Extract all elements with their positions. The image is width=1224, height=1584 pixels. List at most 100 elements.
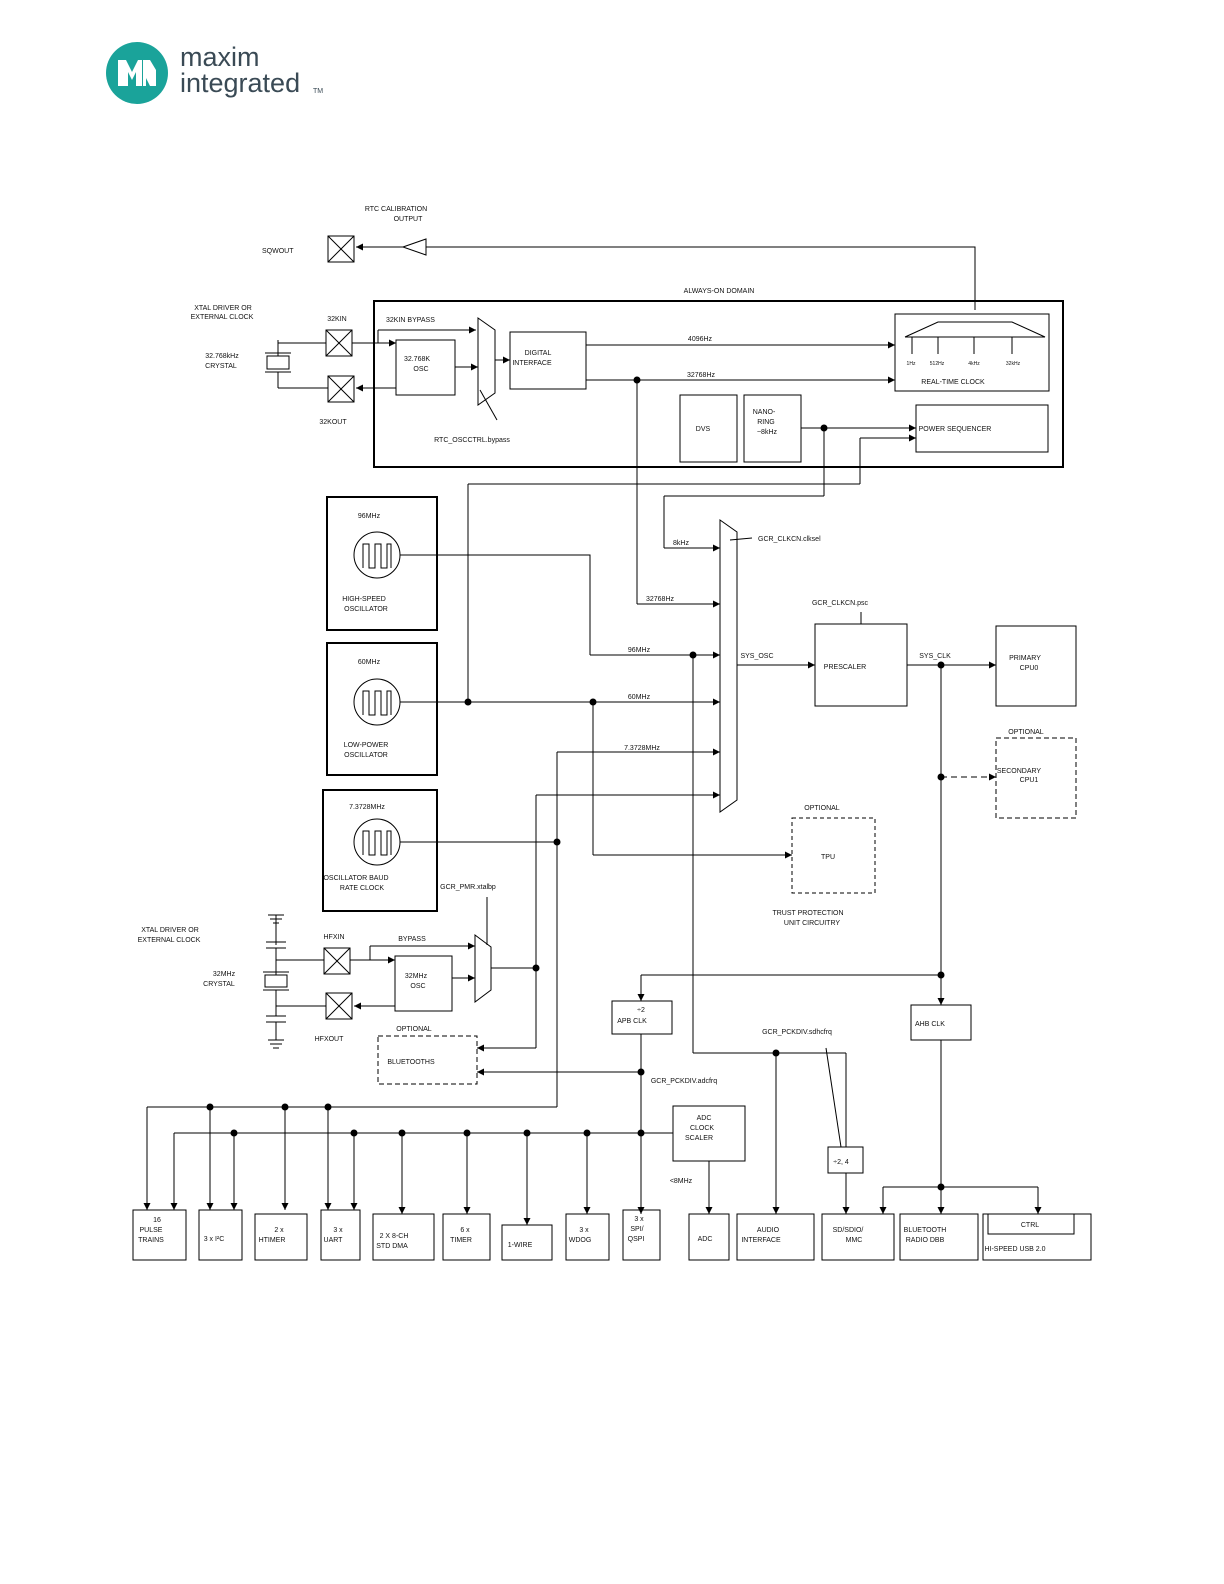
- bypass-32k-label: 32KIN BYPASS: [386, 317, 435, 324]
- osc-7mhz-box: [322, 789, 438, 912]
- osc-32m-label: OSC: [410, 983, 425, 990]
- sys-osc-label: SYS_OSC: [740, 653, 773, 660]
- psc-label: GCR_CLKCN.psc: [812, 600, 869, 607]
- peripheral-label: UART: [324, 1237, 344, 1244]
- nano-ring-label: RING: [757, 419, 775, 426]
- peripheral-label: 3 x I²C: [204, 1236, 225, 1243]
- tpu-desc-label: UNIT CIRCUITRY: [784, 920, 840, 927]
- osc-73-label: RATE CLOCK: [340, 885, 385, 892]
- peripheral-label: MMC: [846, 1237, 863, 1244]
- maxim-logo-icon: [106, 42, 168, 104]
- rtc-tap-label: 32kHz: [1006, 361, 1021, 367]
- sys-clk-label: SYS_CLK: [919, 653, 951, 660]
- pin-hfxin-label: HFXIN: [324, 934, 345, 941]
- adc-scaler-label: SCALER: [685, 1135, 713, 1142]
- logo-text-integrated: integrated: [180, 68, 301, 98]
- logo-trademark: TM: [313, 88, 324, 95]
- lt8m-label: <8MHz: [670, 1178, 693, 1185]
- bypass-hf-label: BYPASS: [398, 936, 426, 943]
- osc-96-freq-label: 96MHz: [358, 513, 381, 520]
- usb-ctrl-label: CTRL: [1021, 1222, 1039, 1229]
- usb-ctrl-box: [987, 1213, 1075, 1235]
- peripheral-label: PULSE: [140, 1227, 163, 1234]
- mux-32mhz: [474, 934, 492, 1003]
- osc-73-freq-label: 7.3728MHz: [349, 804, 385, 811]
- mux-input-label: 32768Hz: [646, 596, 675, 603]
- peripheral-label: RADIO DBB: [906, 1237, 945, 1244]
- rtc-cal-label: RTC CALIBRATION: [365, 206, 427, 213]
- power-sequencer-label: POWER SEQUENCER: [919, 426, 992, 433]
- osc-60mhz-box: [326, 642, 438, 776]
- osc-60-label: OSCILLATOR: [344, 752, 388, 759]
- nano-ring-label: ~8kHz: [757, 429, 778, 436]
- ahb-label: AHB CLK: [915, 1021, 945, 1028]
- peripheral-box: [320, 1209, 361, 1261]
- prescaler-label: PRESCALER: [824, 664, 866, 671]
- mux-input-label: 60MHz: [628, 694, 651, 701]
- osc-96-label: HIGH-SPEED: [342, 596, 386, 603]
- xtalbp-label: GCR_PMR.xtalbp: [440, 884, 496, 891]
- peripheral-label: 1-WIRE: [508, 1242, 533, 1249]
- peripheral-box: [688, 1213, 730, 1261]
- cpu0-label: CPU0: [1020, 665, 1039, 672]
- cpu1-label: CPU1: [1020, 777, 1039, 784]
- optional-label: OPTIONAL: [804, 805, 840, 812]
- osc-60-freq-label: 60MHz: [358, 659, 381, 666]
- peripheral-label: 16: [153, 1217, 161, 1224]
- cpu1-box: [995, 737, 1077, 819]
- rtc-tap-label: 1Hz: [907, 361, 916, 367]
- freq-4096-label: 4096Hz: [688, 336, 713, 343]
- always-on-label: ALWAYS-ON DOMAIN: [684, 288, 755, 295]
- rtc-block: [894, 313, 1050, 392]
- peripheral-label: INTERFACE: [741, 1237, 781, 1244]
- osc-73-label: OSCILLATOR BAUD: [323, 875, 388, 882]
- peripheral-box: [501, 1224, 553, 1261]
- xtal-driver-label: EXTERNAL CLOCK: [138, 937, 201, 944]
- rtc-tap-label: 4kHz: [968, 361, 980, 367]
- crystal-32m-label: 32MHz: [213, 971, 236, 978]
- peripheral-label: SPI/: [630, 1226, 643, 1233]
- mux-input-label: 96MHz: [628, 647, 651, 654]
- osc-32m-label: 32MHz: [405, 973, 428, 980]
- clock-mux: [719, 519, 738, 813]
- peripheral-label: 2 x: [274, 1227, 284, 1234]
- adc-scaler-label: ADC: [697, 1115, 712, 1122]
- peripheral-label: TIMER: [450, 1237, 472, 1244]
- peripheral-box: [198, 1209, 243, 1261]
- cpu1-label: SECONDARY: [997, 768, 1042, 775]
- crystal-32k-label: CRYSTAL: [205, 363, 237, 370]
- sd-divider-label: ÷2, 4: [833, 1159, 849, 1166]
- sqwout-label: SQWOUT: [262, 248, 294, 255]
- osc-60-label: LOW-POWER: [344, 742, 389, 749]
- bluetooth-box: [377, 1035, 478, 1085]
- pin-32kin-label: 32KIN: [327, 316, 346, 323]
- pin-hfxout: [325, 992, 353, 1020]
- osc-96mhz-box: [326, 496, 438, 631]
- peripheral-label: QSPI: [628, 1236, 645, 1243]
- osc-32k-label: OSC: [413, 366, 428, 373]
- osc-32k-label: 32.768K: [404, 356, 430, 363]
- nano-ring-label: NANO-: [753, 409, 776, 416]
- digital-interface-label: DIGITAL: [525, 350, 552, 357]
- xtal-driver-label: EXTERNAL CLOCK: [191, 314, 254, 321]
- pin-hfxin: [323, 947, 351, 975]
- rtc-bypass-label: RTC_OSCCTRL.bypass: [434, 437, 510, 444]
- optional-label: OPTIONAL: [396, 1026, 432, 1033]
- apb-divider-box: [611, 1000, 673, 1035]
- peripheral-label: 3 x: [634, 1216, 644, 1223]
- peripheral-label: BLUETOOTH: [904, 1227, 947, 1234]
- peripheral-label: TRAINS: [138, 1237, 164, 1244]
- always-on-domain-box: [373, 300, 1064, 468]
- peripheral-box: [132, 1209, 187, 1261]
- apb-label: APB CLK: [617, 1018, 647, 1025]
- rtc-cal-label: OUTPUT: [394, 216, 424, 223]
- peripheral-label: STD DMA: [376, 1243, 408, 1250]
- freq-32768-label: 32768Hz: [687, 372, 716, 379]
- mux-32k: [477, 317, 496, 406]
- mux-input-label: 8kHz: [673, 540, 689, 547]
- pin-32kout-label: 32KOUT: [319, 419, 347, 426]
- dvs-box: [679, 394, 738, 463]
- peripheral-box: [982, 1213, 1092, 1261]
- osc-32mhz-box: [394, 955, 453, 1012]
